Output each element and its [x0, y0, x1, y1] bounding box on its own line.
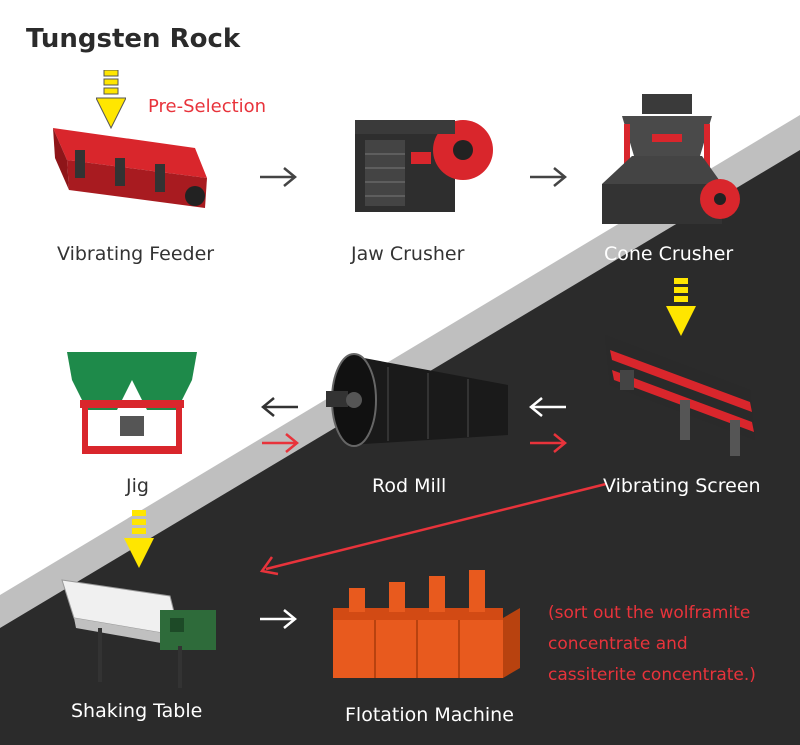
note-line: concentrate and	[548, 634, 688, 654]
jaw-crusher-image	[355, 120, 493, 212]
vibrating-feeder-label: Vibrating Feeder	[57, 243, 215, 265]
right-arrow-icon	[260, 167, 297, 187]
jaw-crusher-label: Jaw Crusher	[351, 243, 465, 265]
vibrating-screen-label: Vibrating Screen	[603, 475, 761, 497]
red-diagonal-arrow-icon	[259, 482, 607, 576]
red-right-arrow-icon	[530, 433, 567, 453]
right-arrow-icon	[260, 609, 297, 629]
jig-label: Jig	[126, 475, 149, 497]
pre-selection-label: Pre-Selection	[148, 96, 267, 117]
down-arrow-icon	[124, 510, 154, 568]
note-line: (sort out the wolframite	[548, 603, 751, 623]
flotation-machine-label: Flotation Machine	[345, 704, 514, 726]
jig-image	[67, 352, 197, 454]
rod-mill-image	[326, 353, 508, 447]
cone-crusher-image	[602, 94, 740, 224]
left-arrow-icon	[529, 397, 566, 417]
cone-crusher-label: Cone Crusher	[604, 243, 734, 265]
flotation-machine-image	[333, 570, 520, 678]
concentrate-note: (sort out the wolframite concentrate and…	[548, 598, 756, 691]
note-line: cassiterite concentrate.)	[548, 665, 756, 685]
down-arrow-icon	[666, 278, 696, 336]
shaking-table-label: Shaking Table	[71, 700, 203, 722]
down-arrow-icon	[96, 70, 126, 130]
rod-mill-label: Rod Mill	[372, 475, 447, 497]
shaking-table-image	[61, 579, 216, 688]
left-arrow-icon	[261, 397, 298, 417]
right-arrow-icon	[530, 167, 567, 187]
vibrating-feeder-image	[53, 128, 207, 208]
page-title: Tungsten Rock	[26, 24, 241, 54]
vibrating-screen-image	[605, 335, 755, 456]
red-right-arrow-icon	[262, 433, 299, 453]
